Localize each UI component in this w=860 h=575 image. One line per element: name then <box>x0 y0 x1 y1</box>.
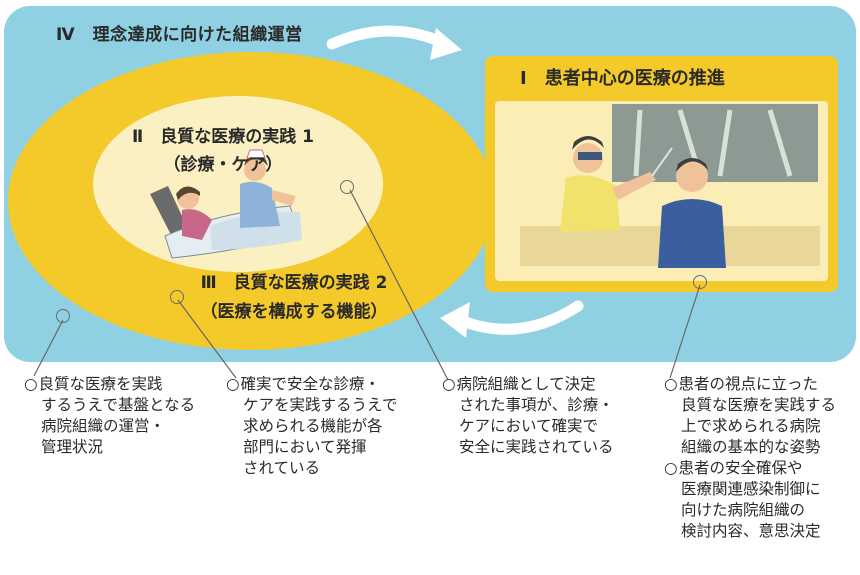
bubble-ii <box>340 180 354 194</box>
description-line: された事項が、診療・ <box>459 396 614 414</box>
section-i-title: Ⅰ 患者中心の医療の推進 <box>520 68 725 89</box>
bubble-iv <box>56 309 70 323</box>
description-iii: ○確実で安全な診療・ ケアを実践するうえで 求められる機能が各 部門において発揮… <box>226 374 421 479</box>
description-line: 医療関連感染制御に <box>681 480 821 498</box>
section-iii-subtitle: （医療を構成する機能） <box>200 302 388 322</box>
description-line: 管理状況 <box>41 438 104 456</box>
section-iv-label: Ⅳ 理念達成に向けた組織運営 <box>56 25 303 45</box>
description-line: ○確実で安全な診療・ <box>226 375 381 393</box>
description-line: 安全に実践されている <box>459 438 614 456</box>
description-line: 病院組織の運営・ <box>41 417 166 435</box>
description-line: ○病院組織として決定 <box>442 375 596 393</box>
description-line: ○患者の安全確保や <box>664 459 803 477</box>
section-iii-title: Ⅲ 良質な医療の実践 2 <box>200 273 388 293</box>
arrow-left-icon <box>454 300 584 335</box>
description-i: ○患者の視点に立った 良質な医療を実践する 上で求められる病院 組織の基本的な姿… <box>664 374 856 542</box>
description-line: 検討内容、意思決定 <box>681 522 821 540</box>
description-line: ケアにおいて確実で <box>459 417 599 435</box>
section-ii-title: Ⅱ 良質な医療の実践 1 <box>132 127 314 147</box>
description-line: 組織の基本的な姿勢 <box>681 438 821 456</box>
description-line: 上で求められる病院 <box>681 417 821 435</box>
description-line: ○良質な医療を実践 <box>24 375 163 393</box>
section-iii-label: Ⅲ 良質な医療の実践 2 （医療を構成する機能） <box>174 268 414 322</box>
description-line: 良質な医療を実践する <box>681 396 837 414</box>
bubble-i <box>693 275 707 289</box>
description-line: されている <box>243 459 321 477</box>
description-line: 部門において発揮 <box>243 438 367 456</box>
description-line: 向けた病院組織の <box>681 501 806 519</box>
section-ii-label: Ⅱ 良質な医療の実践 1 （診療・ケア） <box>118 122 328 175</box>
description-line: するうえで基盤となる <box>41 396 196 414</box>
description-ii: ○病院組織として決定 された事項が、診療・ ケアにおいて確実で 安全に実践されて… <box>442 374 642 458</box>
bubble-iii <box>170 290 184 304</box>
description-iv: ○良質な医療を実践 するうえで基盤となる 病院組織の運営・ 管理状況 <box>24 374 209 458</box>
description-line: ○患者の視点に立った <box>664 375 819 393</box>
description-line: 求められる機能が各 <box>243 417 383 435</box>
arrow-right-icon <box>326 25 452 50</box>
section-ii-subtitle: （診療・ケア） <box>163 155 283 175</box>
description-line: ケアを実践するうえで <box>243 396 398 414</box>
